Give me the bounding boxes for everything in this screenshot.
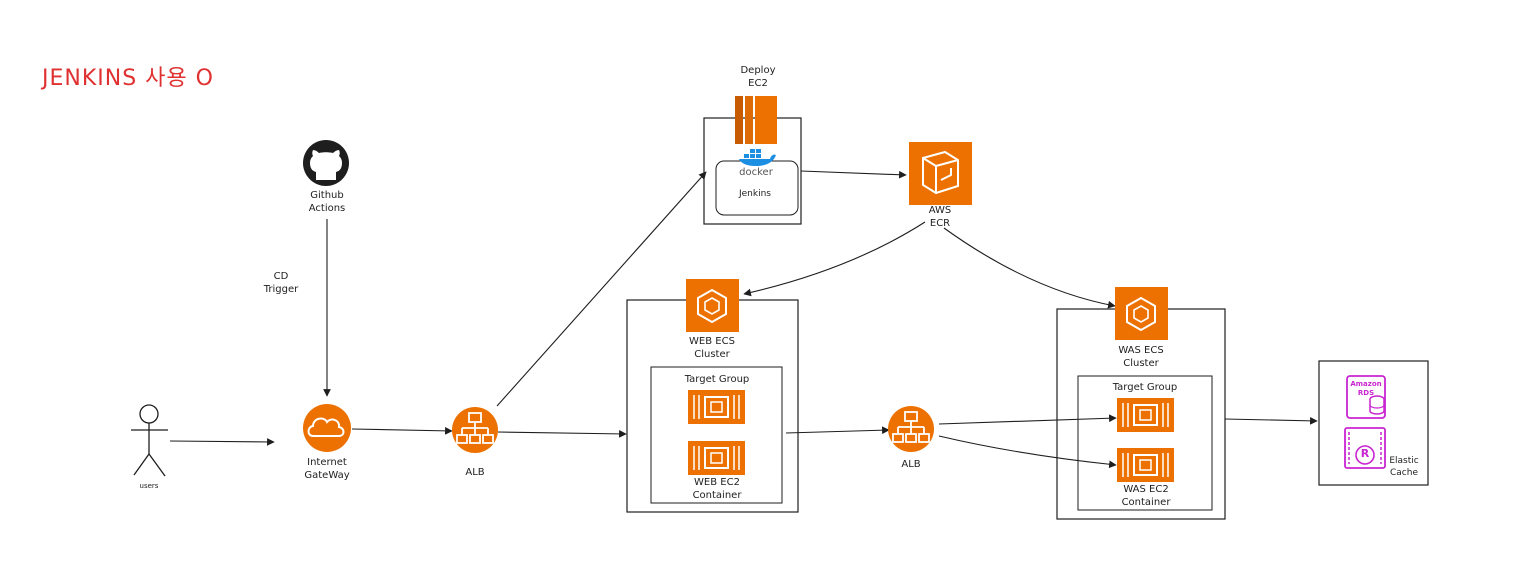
internet-gateway-icon (303, 404, 351, 452)
label-was-ec2-container: WAS EC2 Container (1121, 484, 1171, 508)
ec2-instance-icon (1117, 448, 1174, 482)
label-web-target-group: Target Group (684, 374, 750, 385)
label-redis-r: R (1360, 447, 1370, 460)
github-icon (303, 140, 349, 186)
label-alb-2: ALB (901, 459, 921, 470)
label-users: users (139, 482, 159, 490)
label-internet-gateway: Internet GateWay (304, 457, 350, 481)
connectors (169, 170, 1318, 469)
arrow-jenkins-to-ecr (800, 170, 907, 179)
label-docker: docker (739, 167, 773, 178)
page-title: JENKINS 사용 O (42, 66, 214, 91)
label-cd-trigger: CD Trigger (263, 271, 299, 295)
arrow-igw-to-alb (351, 427, 453, 435)
ec2-icon (735, 96, 777, 144)
label-amazon-rds: Amazon RDS (1350, 380, 1382, 397)
label-alb-1: ALB (465, 467, 485, 478)
ecs-icon (1115, 287, 1168, 340)
label-was-ecs-cluster: WAS ECS Cluster (1118, 345, 1164, 369)
arrow-alb-to-deploy (496, 171, 707, 407)
database-box (1318, 360, 1429, 486)
rds-icon (1346, 375, 1386, 419)
label-elastic-cache: Elastic Cache (1389, 456, 1419, 478)
ecr-icon (909, 142, 972, 205)
arrow-was-to-db (1224, 417, 1318, 425)
label-web-ecs-cluster: WEB ECS Cluster (689, 336, 735, 360)
label-github-actions: Github Actions (308, 190, 346, 214)
label-was-target-group: Target Group (1112, 382, 1178, 393)
arrow-web-to-alb2 (785, 426, 890, 435)
ecs-icon (686, 279, 739, 332)
docker-icon (739, 149, 776, 166)
arrow-ecr-to-web-ecs (743, 221, 926, 297)
arrow-alb2-to-was-ec2-2 (938, 435, 1117, 469)
label-jenkins: Jenkins (738, 189, 771, 199)
arrow-users-to-igw (169, 438, 275, 446)
arrow-alb2-to-was-ec2-1 (938, 414, 1117, 425)
ec2-instance-icon (688, 390, 745, 424)
label-deploy-ec2: Deploy EC2 (740, 65, 776, 89)
arrow-ecr-to-was-ecs (943, 227, 1116, 309)
ec2-instance-icon (1117, 398, 1174, 432)
elasticache-icon (1344, 427, 1386, 469)
alb-icon (888, 406, 934, 452)
label-aws-ecr: AWS ECR (928, 205, 952, 229)
alb-icon (452, 407, 498, 453)
arrow-alb-to-web-ecs (497, 430, 627, 438)
ec2-instance-icon (688, 441, 745, 475)
label-web-ec2-container: WEB EC2 Container (692, 477, 742, 501)
person-icon (131, 404, 168, 477)
